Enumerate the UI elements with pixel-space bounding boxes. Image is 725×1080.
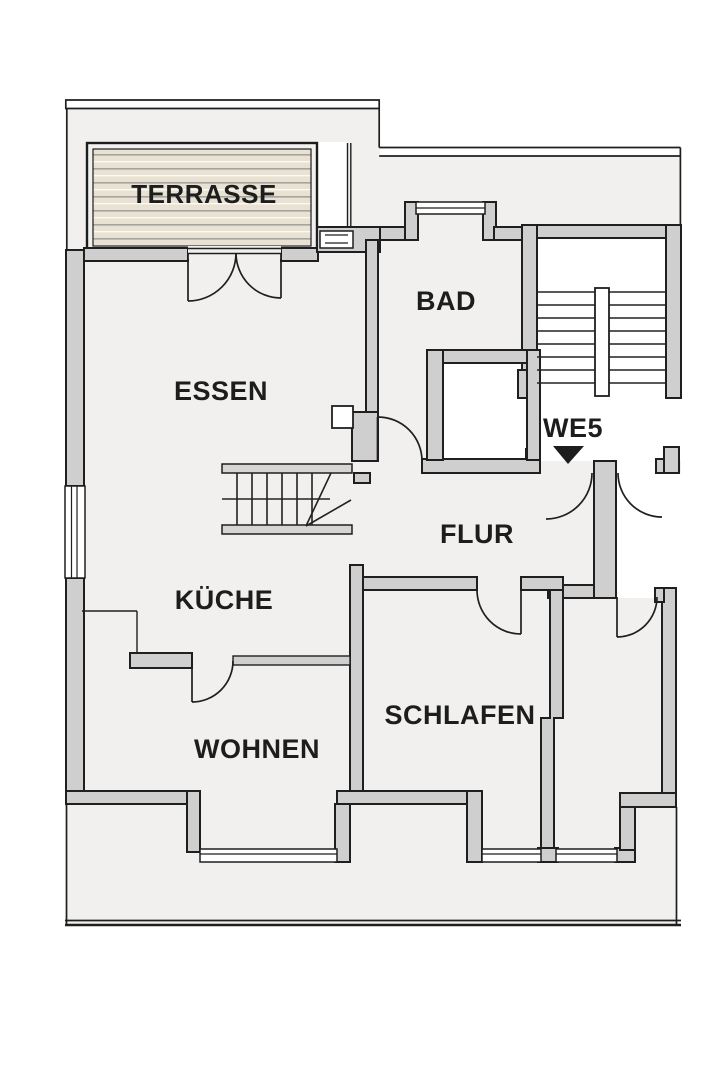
wall: [493, 226, 523, 241]
outside-strip: [662, 473, 682, 590]
wall: [426, 349, 444, 461]
walls: [65, 201, 682, 863]
staircase-stairwell: [537, 287, 666, 397]
wall: [365, 239, 379, 415]
terrace-side-strip: [318, 142, 348, 230]
doors: [187, 246, 663, 703]
room-labels: TERRASSE ESSEN BAD WE5 FLUR KÜCHE SCHLAF…: [131, 179, 603, 764]
wall: [663, 446, 680, 474]
neighbor-corridor: [616, 461, 662, 598]
room-label-schlafen: SCHLAFEN: [385, 700, 536, 730]
terrace-decking: [92, 148, 312, 247]
room-label-kueche: KÜCHE: [175, 585, 274, 615]
roof-outline: [64, 99, 682, 927]
room-label-flur: FLUR: [440, 519, 514, 549]
wall: [186, 790, 201, 853]
wall: [661, 587, 677, 808]
stair-edge: [221, 524, 353, 535]
wall: [349, 576, 478, 591]
window: [555, 848, 618, 863]
wall: [65, 577, 85, 805]
wall: [129, 652, 193, 669]
wall: [351, 411, 379, 462]
wall: [593, 460, 617, 599]
wall: [619, 792, 677, 808]
terrace-door-left-leaf: [187, 252, 237, 302]
room-label-wohnen: WOHNEN: [194, 734, 320, 764]
wall: [466, 790, 483, 863]
flur-bad-door: [376, 416, 423, 462]
shaft-room: [443, 363, 527, 459]
unit-label-we5: WE5: [543, 413, 603, 443]
outside-strip: [676, 590, 682, 925]
schlafen-door: [476, 589, 522, 635]
wall: [655, 458, 665, 474]
wall: [520, 576, 564, 591]
stair-edge: [221, 463, 353, 474]
wall: [379, 226, 408, 241]
room-label-essen: ESSEN: [174, 376, 268, 406]
wall: [349, 564, 364, 792]
wall: [482, 201, 497, 241]
entrance-arrow-icon: [553, 446, 584, 464]
room-label-terrasse: TERRASSE: [131, 179, 277, 209]
window: [481, 848, 542, 863]
window: [64, 485, 86, 579]
terrace-door-opening: [188, 246, 281, 259]
wall: [336, 790, 478, 805]
staircase-internal: [221, 405, 354, 535]
window: [199, 848, 338, 863]
stair-handrail: [594, 287, 610, 397]
terrace-door-right-leaf: [235, 252, 282, 299]
wohnen-door: [191, 660, 234, 703]
wall: [65, 790, 198, 805]
wall: [65, 249, 85, 487]
wall: [654, 587, 665, 603]
wall: [232, 655, 351, 666]
apartment-entry-door: [545, 472, 593, 520]
room-label-bad: BAD: [416, 286, 476, 316]
window: [319, 230, 354, 249]
wall: [353, 472, 371, 484]
wall: [83, 247, 189, 262]
terrace-area: [85, 141, 319, 254]
wall: [665, 224, 682, 399]
wall: [536, 224, 682, 239]
right-room-door: [616, 596, 658, 638]
neighbor-entry-door: [617, 472, 663, 518]
wall: [526, 349, 541, 461]
wall: [404, 201, 419, 241]
windows: [64, 201, 618, 863]
wall: [421, 458, 541, 474]
duct-pillar: [331, 405, 354, 429]
wall: [619, 806, 636, 851]
wall: [280, 247, 319, 262]
kitchen-corner-step: [82, 610, 138, 654]
